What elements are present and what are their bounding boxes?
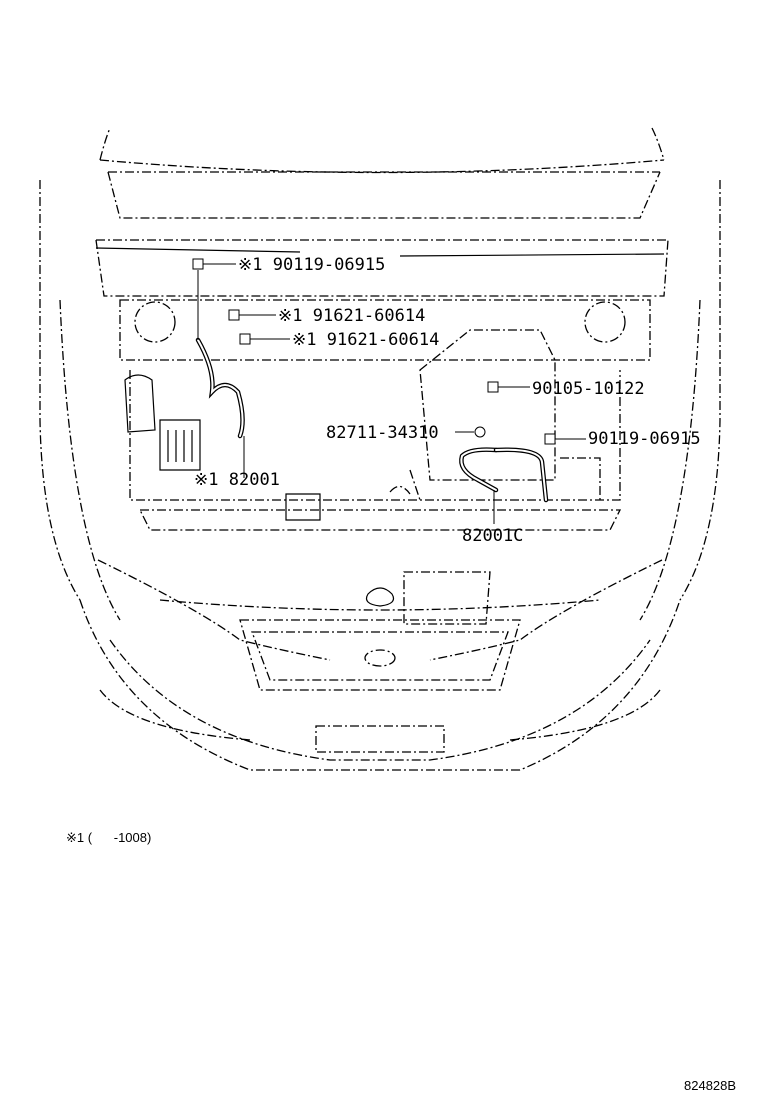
callout-91621-60614-upper: ※1 91621-60614 (278, 306, 425, 326)
wire-harness-82001c (459, 447, 549, 503)
callout-82001: ※1 82001 (194, 470, 280, 490)
bolt-icon (192, 258, 556, 445)
callout-82711-34310: 82711-34310 (326, 423, 439, 443)
front-grille (239, 571, 521, 753)
engine-bay (119, 299, 651, 531)
leader-lines (197, 263, 586, 524)
footnote: ※1 ( -1008) (66, 830, 151, 845)
callout-91621-60614-lower: ※1 91621-60614 (292, 330, 439, 350)
illustration-code: 824828B (684, 1078, 736, 1093)
callout-82001c: 82001C (462, 526, 523, 546)
body-outline (39, 180, 721, 771)
callout-90119-06915-right: 90119-06915 (588, 429, 701, 449)
callout-90119-06915-top: ※1 90119-06915 (238, 255, 385, 275)
callout-90105-10122: 90105-10122 (532, 379, 645, 399)
hood-outline (95, 127, 669, 297)
wire-harness-82001 (195, 337, 245, 439)
